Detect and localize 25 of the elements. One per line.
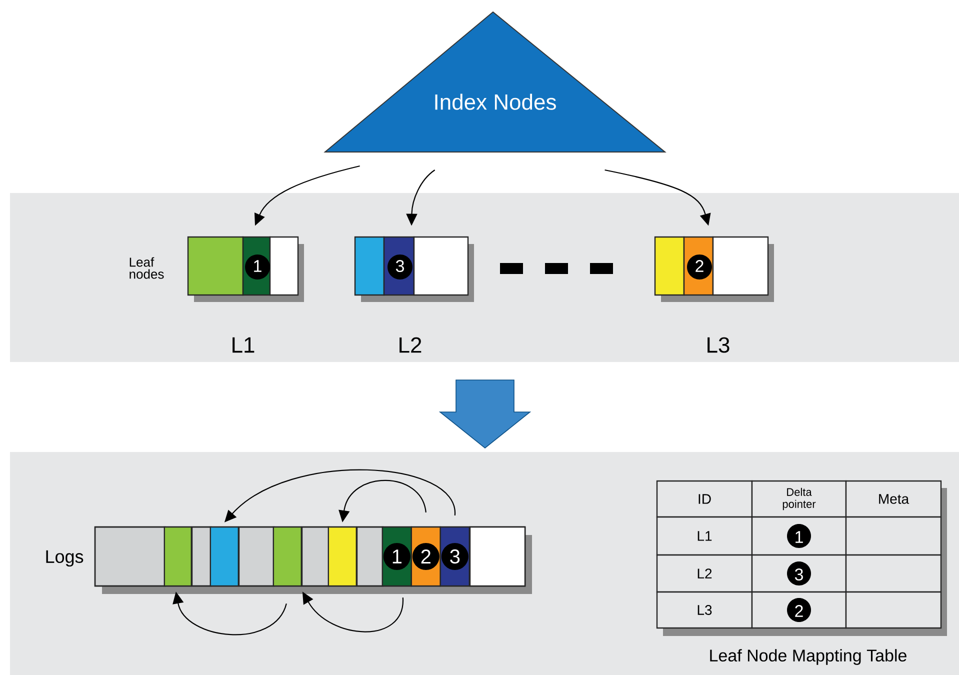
table-cell: 1 bbox=[751, 516, 847, 556]
log-segment: 3 bbox=[440, 526, 470, 587]
log-segment: 1 bbox=[382, 526, 412, 587]
leaf-node-box: 2 bbox=[654, 236, 774, 302]
table-cell: L3 bbox=[656, 591, 753, 629]
leaf-id: L3 bbox=[708, 337, 730, 353]
table-cell: ID bbox=[656, 480, 753, 518]
log-segment bbox=[164, 526, 192, 587]
table-cell: L1 bbox=[656, 516, 753, 556]
leaf-id: L1 bbox=[232, 337, 254, 353]
log-segment bbox=[328, 526, 358, 587]
leaf-node-box: 1 bbox=[187, 236, 304, 302]
log-segment bbox=[272, 526, 302, 587]
table-cell: 2 bbox=[751, 591, 847, 629]
table-cell: 3 bbox=[751, 554, 847, 593]
leaf-nodes-label: Leaf nodes bbox=[130, 257, 164, 279]
log-segment bbox=[210, 526, 239, 587]
table-caption: Leaf Node Mappting Table bbox=[710, 649, 906, 665]
log-segment: 2 bbox=[410, 526, 441, 587]
table-cell: L2 bbox=[656, 554, 753, 593]
table-cell: Delta pointer bbox=[751, 480, 847, 518]
leaf-id: L2 bbox=[400, 337, 422, 353]
table-cell: Meta bbox=[845, 480, 942, 518]
leaf-node-box: 3 bbox=[354, 236, 474, 302]
log-label: Logs bbox=[46, 550, 84, 567]
